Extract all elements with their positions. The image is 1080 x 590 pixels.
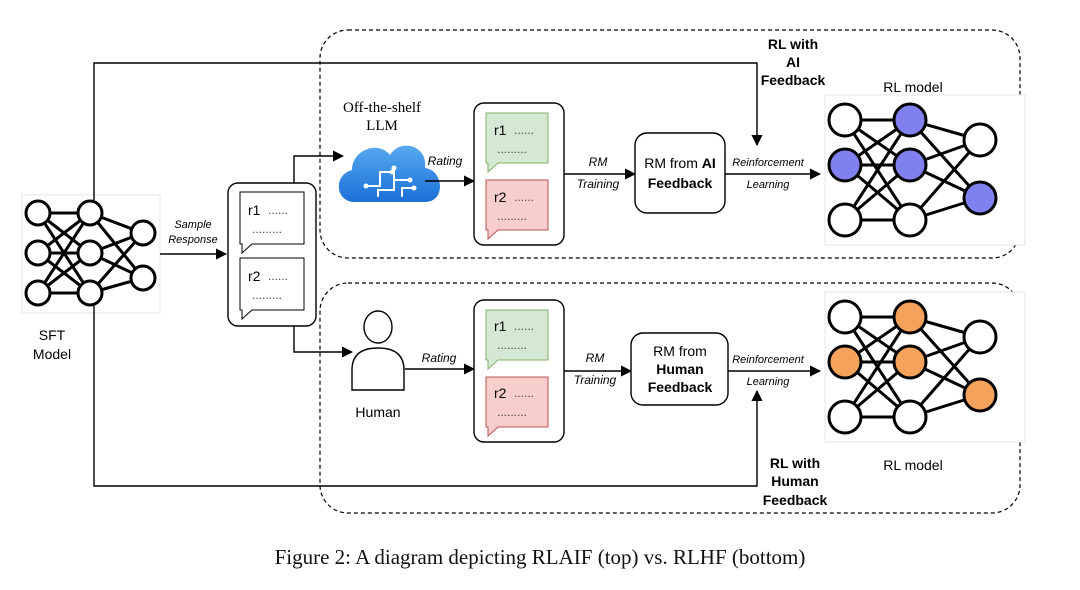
sft-label-line1: SFT bbox=[39, 327, 66, 343]
rlhf-rl-model-label: RL model bbox=[883, 457, 942, 473]
ai-ranked-r2-dots1: ...... bbox=[514, 190, 534, 204]
rlaif-node bbox=[962, 122, 998, 158]
llm-label-line1: Off-the-shelf bbox=[343, 100, 421, 116]
human-ranked-r2-dots1: ...... bbox=[514, 386, 534, 400]
rlhf-node bbox=[962, 377, 998, 413]
sft-model-network bbox=[21, 194, 161, 314]
response-r1-dots1: ...... bbox=[268, 203, 288, 217]
rlhf-node bbox=[892, 399, 928, 435]
rm-ai-line1-b: AI bbox=[702, 155, 716, 171]
rlhf-node bbox=[827, 399, 863, 435]
llm-label-line2: LLM bbox=[366, 118, 398, 134]
rm-ai-line2: Feedback bbox=[648, 175, 713, 191]
rlaif-node bbox=[962, 180, 998, 216]
rlaif-node bbox=[892, 102, 928, 138]
human-ranked-bubble-r2 bbox=[485, 376, 549, 438]
rlhf-node bbox=[827, 299, 863, 335]
rlhf-label-line2: Human bbox=[771, 473, 818, 489]
rlhf-rl-model-network bbox=[824, 291, 1026, 443]
human-ranked-r2-dots2: ......... bbox=[497, 405, 527, 419]
rm-human-line1: RM from bbox=[653, 343, 707, 359]
ai-ranked-r2-label: r2 bbox=[494, 189, 507, 205]
rlaif-node bbox=[827, 147, 863, 183]
ai-ranked-r1-dots1: ...... bbox=[514, 123, 534, 137]
rm-ai-line1: RM from AI bbox=[644, 155, 716, 171]
ai-ranked-r2-dots2: ......... bbox=[497, 209, 527, 223]
rlhf-edge bbox=[908, 336, 982, 418]
rm-from-human-feedback-box bbox=[630, 332, 729, 406]
ai-ranked-bubble-r2 bbox=[485, 179, 549, 241]
rlhf-node bbox=[892, 344, 928, 380]
sft-to-rlaif-line bbox=[93, 62, 763, 200]
response-bubble-r2 bbox=[239, 257, 305, 321]
rlaif-label-line1: RL with bbox=[768, 36, 818, 52]
ai-ranked-bubble-r1 bbox=[485, 112, 549, 174]
human-ranked-r1-label: r1 bbox=[494, 318, 507, 334]
rlhf-label-line1: RL with bbox=[770, 455, 820, 471]
response-r2-dots2: ......... bbox=[252, 288, 282, 302]
human-icon bbox=[351, 310, 405, 391]
rlhf-group-box bbox=[319, 282, 1021, 514]
human-label: Human bbox=[355, 404, 400, 420]
rlaif-label-line2: AI bbox=[786, 54, 800, 70]
rm-ai-line1-a: RM from bbox=[644, 155, 702, 171]
sft-label-line2: Model bbox=[33, 346, 71, 362]
rlaif-rl-model-network bbox=[824, 94, 1026, 246]
ai-ranked-r1-label: r1 bbox=[494, 122, 507, 138]
rlaif-node bbox=[892, 202, 928, 238]
responses-to-llm-arrow bbox=[293, 150, 345, 183]
ai-ranked-r1-dots2: ......... bbox=[497, 142, 527, 156]
rlhf-edge bbox=[843, 316, 912, 418]
sample-response-label-line2: Response bbox=[168, 234, 218, 246]
response-r2-label: r2 bbox=[248, 268, 261, 284]
ai-rl-line2: Learning bbox=[747, 179, 791, 191]
rlhf-node bbox=[827, 344, 863, 380]
human-rating-label: Rating bbox=[422, 351, 457, 365]
human-ranked-bubble-r1 bbox=[485, 309, 549, 371]
human-ranked-r2-label: r2 bbox=[494, 385, 507, 401]
rlaif-edge bbox=[843, 119, 912, 221]
rlaif-node bbox=[827, 102, 863, 138]
rlhf-node bbox=[962, 319, 998, 355]
rlhf-label-line3: Feedback bbox=[763, 492, 828, 508]
human-ranked-r1-dots1: ...... bbox=[514, 319, 534, 333]
figure-caption: Figure 2: A diagram depicting RLAIF (top… bbox=[274, 545, 806, 569]
sft-to-rlhf-line bbox=[93, 306, 763, 487]
rm-from-ai-feedback-box bbox=[634, 132, 726, 214]
ai-rl-line1: Reinforcement bbox=[732, 157, 804, 169]
human-ranked-r1-dots2: ......... bbox=[497, 338, 527, 352]
response-bubble-r1 bbox=[239, 191, 305, 255]
human-rm-training-line2: Training bbox=[574, 373, 617, 387]
ai-rm-training-line2: Training bbox=[577, 177, 620, 191]
sample-response-label-line1: Sample bbox=[174, 219, 211, 231]
response-r1-label: r1 bbox=[248, 202, 261, 218]
rlaif-node bbox=[892, 147, 928, 183]
rm-human-line2: Human bbox=[656, 361, 703, 377]
rm-human-line3: Feedback bbox=[648, 379, 713, 395]
human-rl-line2: Learning bbox=[747, 376, 791, 388]
rlaif-rl-model-label: RL model bbox=[883, 79, 942, 95]
human-rm-training-line1: RM bbox=[586, 351, 605, 365]
rlaif-label-line3: Feedback bbox=[761, 72, 826, 88]
response-r2-dots1: ...... bbox=[268, 269, 288, 283]
responses-to-human-arrow bbox=[293, 326, 354, 358]
rlaif-node bbox=[827, 202, 863, 238]
rlhf-node bbox=[892, 299, 928, 335]
response-r1-dots2: ......... bbox=[252, 222, 282, 236]
rlaif-edge bbox=[908, 139, 982, 221]
ai-rm-training-line1: RM bbox=[589, 155, 608, 169]
human-rl-line1: Reinforcement bbox=[732, 354, 804, 366]
cloud-brain-icon bbox=[338, 145, 441, 202]
llm-rating-label: Rating bbox=[428, 154, 463, 168]
